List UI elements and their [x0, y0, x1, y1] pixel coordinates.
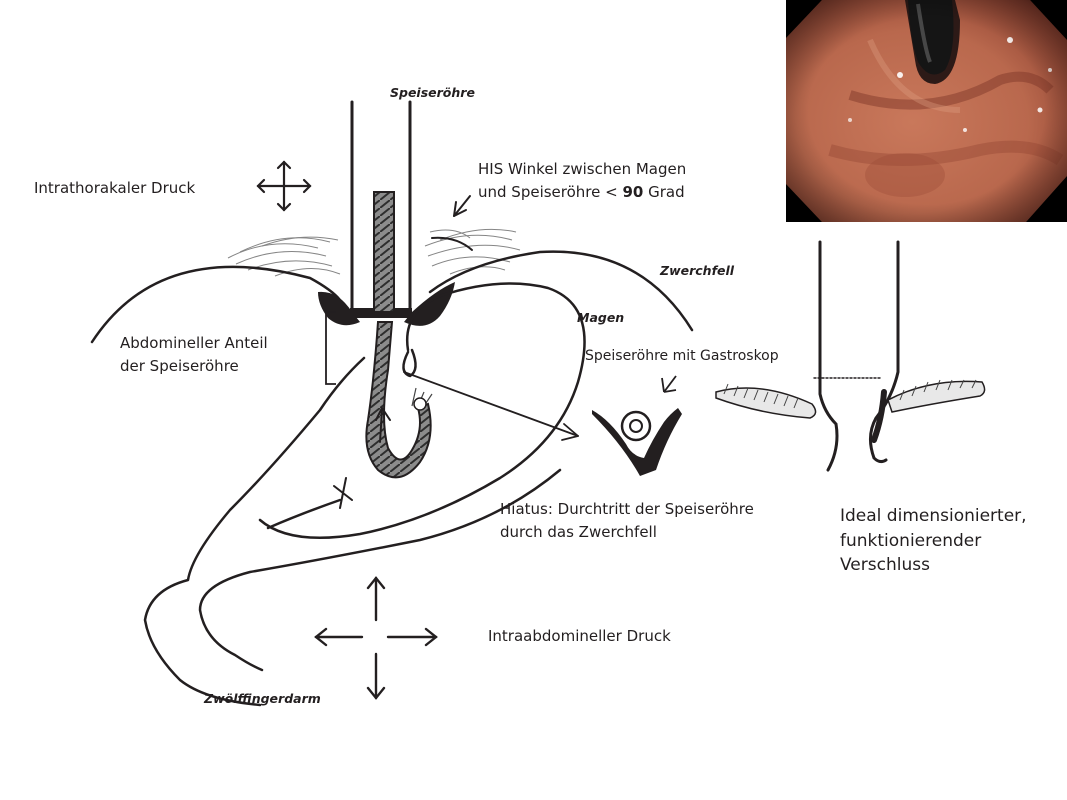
his-line-2-suffix: Grad [643, 182, 685, 201]
label-speiseroehre: Speiseröhre [390, 85, 475, 100]
sphincter-diaphragm-right [887, 379, 986, 413]
label-speiseroehre-mit-gastroskop: Speiseröhre mit Gastroskop [585, 348, 779, 364]
stomach-marks [333, 406, 391, 509]
hiatus-arrow [403, 371, 579, 441]
abdominell-line-1: Abdomineller Anteil [120, 334, 268, 352]
his-line-2-bold: 90 [622, 182, 644, 201]
verschluss-line-2: funktionierender [840, 530, 982, 551]
label-magen: Magen [577, 310, 625, 325]
label-intraabdomineller-druck: Intraabdomineller Druck [488, 627, 671, 645]
verschluss-line-3: Verschluss [840, 555, 930, 576]
label-zwoelffingerdarm: Zwölffingerdarm [204, 691, 321, 706]
intrathoracic-pressure-arrows [256, 160, 312, 212]
hiatus-cross-section [592, 375, 682, 476]
diaphragm [90, 250, 694, 344]
verschluss-line-1: Ideal dimensionierter, [840, 506, 1027, 526]
his-line-2-prefix: und Speiseröhre < [478, 182, 623, 201]
his-line-2: und Speiseröhre < 90 Grad [478, 181, 686, 204]
endoscopy-photo [786, 0, 1067, 222]
his-angle-arrow [431, 195, 473, 251]
closed-sphincter [813, 240, 900, 472]
abdominell-line-2: der Speiseröhre [120, 356, 239, 375]
label-intrathorakaler-druck: Intrathorakaler Druck [34, 179, 196, 197]
label-abdomineller-anteil: Abdomineller Anteil der Speiseröhre [120, 332, 268, 377]
hiatus-line-1: Hiatus: Durchtritt der Speiseröhre [500, 500, 754, 518]
abdominal-bracket [325, 311, 336, 385]
label-hiatus: Hiatus: Durchtritt der Speiseröhre durch… [500, 498, 754, 543]
sphincter-diaphragm-left [715, 383, 817, 419]
stomach [143, 282, 586, 707]
label-zwerchfell: Zwerchfell [660, 263, 735, 278]
intraabdominal-pressure-arrows [314, 576, 438, 700]
gastroscope [365, 191, 433, 479]
hiatus-line-2: durch das Zwerchfell [500, 522, 657, 541]
label-ideal-verschluss: Ideal dimensionierter, funktionierender … [840, 504, 1027, 578]
esophagus [350, 100, 412, 314]
label-his-winkel: HIS Winkel zwischen Magen und Speiseröhr… [478, 158, 686, 203]
his-line-1: HIS Winkel zwischen Magen [478, 160, 687, 178]
